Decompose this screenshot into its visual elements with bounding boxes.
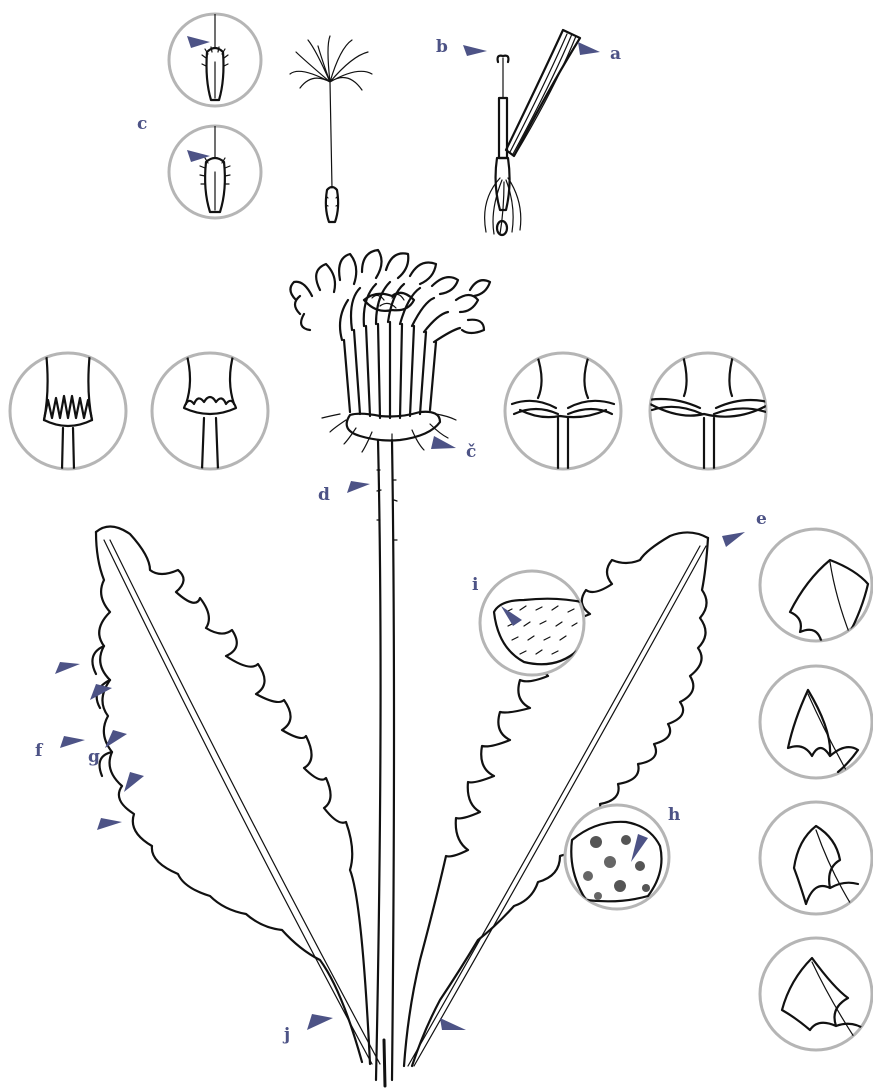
involucre-closeup-3	[505, 352, 621, 470]
leaf-tip-closeup-4	[760, 938, 872, 1050]
leaf-hair-closeup	[480, 571, 592, 675]
leaf-tip-closeup-2	[760, 666, 872, 778]
label-h: h	[668, 805, 680, 825]
marker-g3	[124, 772, 144, 792]
flower-stem	[376, 440, 397, 1086]
label-b: b	[436, 37, 448, 57]
label-c-caron: č	[466, 442, 476, 462]
seed-with-pappus	[290, 36, 372, 222]
magnifier-circle	[760, 666, 872, 778]
label-d: d	[318, 485, 330, 505]
magnifier-circle	[10, 353, 126, 469]
label-e: e	[756, 509, 767, 529]
magnifier-circle	[760, 938, 872, 1050]
involucre-closeup-4	[648, 352, 768, 470]
flower-head	[290, 250, 490, 454]
single-floret	[485, 30, 580, 235]
marker-f3	[97, 818, 122, 830]
marker-a	[578, 42, 600, 55]
leaf-spot-closeup	[565, 805, 669, 909]
label-i: i	[472, 575, 479, 595]
label-g: g	[88, 747, 100, 767]
marker-c-caron	[431, 436, 456, 449]
involucre-closeup-1	[10, 352, 126, 470]
label-j: j	[282, 1025, 290, 1045]
leaf-left	[92, 526, 380, 1064]
marker-b	[463, 45, 487, 56]
involucre-closeup-2	[152, 352, 268, 470]
marker-g1	[90, 684, 112, 700]
marker-j-left	[307, 1014, 333, 1030]
marker-f2	[60, 736, 85, 748]
achene-closeup-lower	[169, 126, 261, 218]
marker-f1	[55, 662, 80, 674]
leaf-tip-closeup-3	[760, 802, 872, 914]
leaf-tip-closeup-1	[760, 529, 872, 644]
marker-j-right	[440, 1018, 466, 1030]
label-a: a	[610, 44, 621, 64]
marker-e	[722, 532, 745, 547]
magnifier-circle	[565, 805, 669, 909]
marker-g2	[105, 730, 127, 748]
magnifier-circle	[152, 353, 268, 469]
magnifier-circle	[760, 802, 872, 914]
label-f: f	[35, 741, 44, 761]
marker-d	[347, 481, 370, 493]
magnifier-circle	[760, 529, 872, 641]
label-c: c	[137, 114, 147, 134]
achene-closeup-upper	[169, 14, 261, 106]
